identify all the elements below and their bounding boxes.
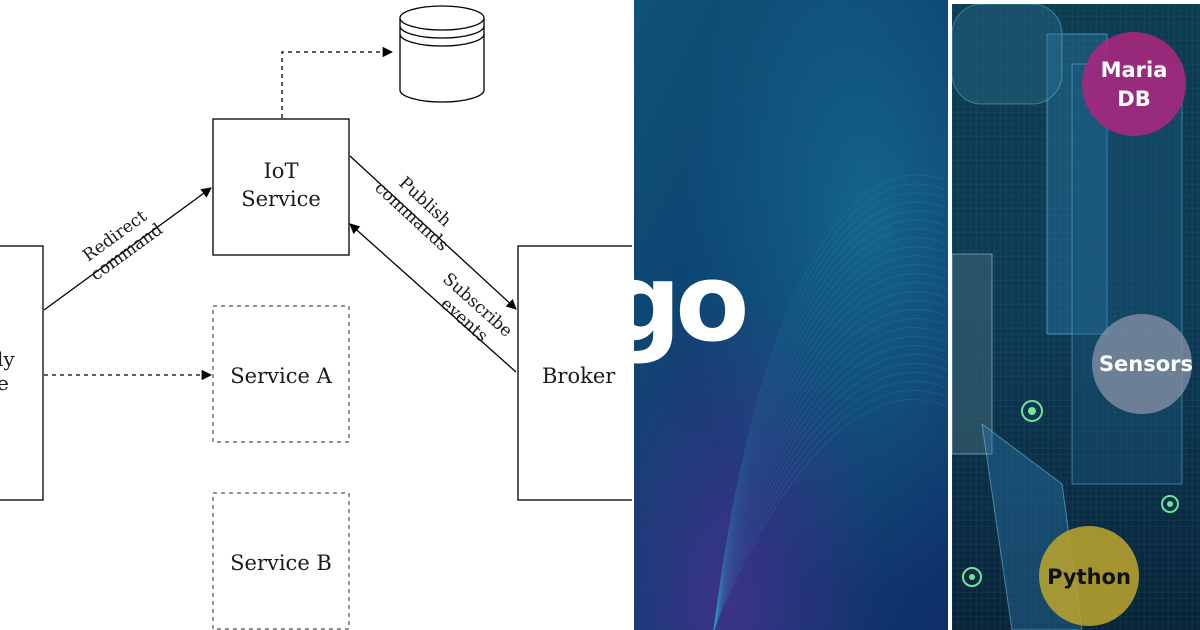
wave-line (713, 291, 948, 630)
wave-line (713, 300, 948, 630)
wave-line (713, 264, 948, 630)
wave-line (713, 327, 948, 630)
wave-line (713, 363, 948, 630)
wave-line (713, 398, 948, 630)
iot-to-database-connector (281, 46, 394, 118)
wave-line (713, 219, 948, 630)
wave-line (713, 237, 948, 630)
service-b-box (212, 492, 350, 630)
wave-line (713, 273, 948, 630)
architecture-diagram: ly e IoT Service Service A Service B Bro… (0, 5, 632, 630)
broker-box (517, 245, 632, 501)
wave-line (713, 246, 948, 630)
wave-line (713, 210, 948, 630)
database-cylinder-icon (399, 5, 485, 103)
logo-fragment-text: go (634, 241, 745, 366)
python-label: Python (1047, 565, 1131, 589)
wave-line (713, 201, 948, 630)
wave-line (713, 381, 948, 630)
subscribe-events-arrow (349, 223, 517, 373)
gateway-label-line-2: e (0, 371, 9, 395)
wave-line (713, 183, 948, 630)
wave-line (713, 390, 948, 630)
mariadb-label-line-2: DB (1117, 87, 1150, 111)
publish-commands-arrow (349, 155, 517, 310)
python-bubble (1039, 526, 1139, 626)
tech-photo-panel: Maria DB Sensors Python (952, 4, 1200, 630)
wave-line (713, 282, 948, 630)
mariadb-bubble (1082, 32, 1186, 136)
wave-line (713, 174, 948, 630)
service-a-label: Service A (230, 364, 332, 388)
mariadb-label-line-1: Maria (1101, 58, 1168, 82)
wave-line (713, 318, 948, 630)
wave-line (713, 336, 948, 630)
wave-line (713, 309, 948, 630)
wave-line (713, 354, 948, 630)
service-a-box (212, 305, 350, 443)
wave-line (713, 345, 948, 630)
redirect-command-arrow (43, 187, 212, 311)
sensors-bubble (1092, 314, 1192, 414)
wave-line (713, 228, 948, 630)
gateway-box (0, 245, 44, 501)
iot-service-label-line-2: Service (241, 187, 321, 211)
iot-service-box (212, 118, 350, 256)
blue-background-panel: go (634, 0, 948, 630)
broker-label: Broker (542, 364, 616, 388)
wave-line (713, 372, 948, 630)
sensors-label: Sensors (1099, 352, 1193, 376)
service-b-label: Service B (230, 551, 332, 575)
subscribe-events-label: Subscribe events (436, 269, 516, 346)
gateway-label-line-1: ly (0, 347, 15, 371)
wave-line (713, 192, 948, 630)
redirect-command-label: Redirect command (79, 206, 166, 285)
wave-lines-decoration (713, 174, 948, 630)
iot-service-label-line-1: IoT (264, 159, 299, 183)
publish-commands-label: Publish commands (370, 173, 455, 255)
wave-line (713, 255, 948, 630)
